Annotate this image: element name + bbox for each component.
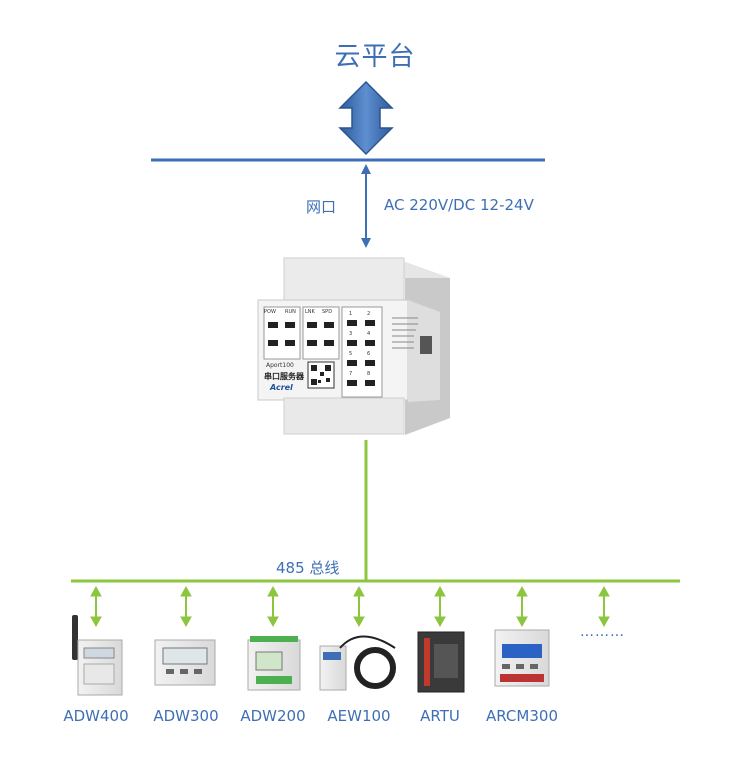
device-arrow-3 <box>267 585 279 628</box>
server-model-label: Aport100 <box>266 362 294 369</box>
spd-indicator-label: SPD <box>322 309 333 315</box>
device-arrow-4 <box>353 585 365 628</box>
device-arrow-7 <box>598 585 610 628</box>
network-port-label: 网口 <box>306 198 337 216</box>
device-label-artu: ARTU <box>420 707 460 725</box>
device-arrow-1 <box>90 585 102 628</box>
device-label-aew100: AEW100 <box>327 707 391 725</box>
port-8-label: 8 <box>367 371 371 377</box>
port-5-label: 5 <box>349 351 353 357</box>
more-devices-ellipsis: ……… <box>580 624 625 640</box>
lnk-indicator-label: LNK <box>305 309 315 315</box>
pow-indicator-label: POW <box>264 309 276 315</box>
server-name-label: 串口服务器 <box>264 372 304 381</box>
qr-code-icon <box>307 361 335 389</box>
server-brand-logo: Acrel <box>270 383 293 392</box>
power-supply-label: AC 220V/DC 12-24V <box>384 196 534 214</box>
device-arrow-6 <box>516 585 528 628</box>
device-label-adw400: ADW400 <box>63 707 129 725</box>
device-label-adw300: ADW300 <box>153 707 219 725</box>
device-adw300-image <box>154 639 216 686</box>
device-adw400-image <box>72 615 123 696</box>
device-label-arcm300: ARCM300 <box>486 707 558 725</box>
port-7-label: 7 <box>349 371 353 377</box>
port-2-label: 2 <box>367 311 371 317</box>
device-arrows <box>90 585 610 628</box>
cloud-double-arrow <box>338 80 394 156</box>
rs485-bus-label: 485 总线 <box>276 559 340 577</box>
port-3-label: 3 <box>349 331 353 337</box>
port-6-label: 6 <box>367 351 371 357</box>
device-adw200-image <box>247 636 301 691</box>
side-qr-code-icon <box>420 336 432 354</box>
port-4-label: 4 <box>367 331 371 337</box>
device-arcm300-image <box>494 629 550 687</box>
device-label-adw200: ADW200 <box>240 707 306 725</box>
device-aew100-image <box>319 635 396 691</box>
device-arrow-2 <box>180 585 192 628</box>
serial-server-device <box>257 257 450 435</box>
port-1-label: 1 <box>349 311 353 317</box>
uplink-arrow <box>361 164 371 248</box>
device-arrow-5 <box>434 585 446 628</box>
cloud-platform-title: 云平台 <box>334 42 416 72</box>
device-artu-image <box>417 631 465 693</box>
run-indicator-label: RUN <box>285 309 296 315</box>
